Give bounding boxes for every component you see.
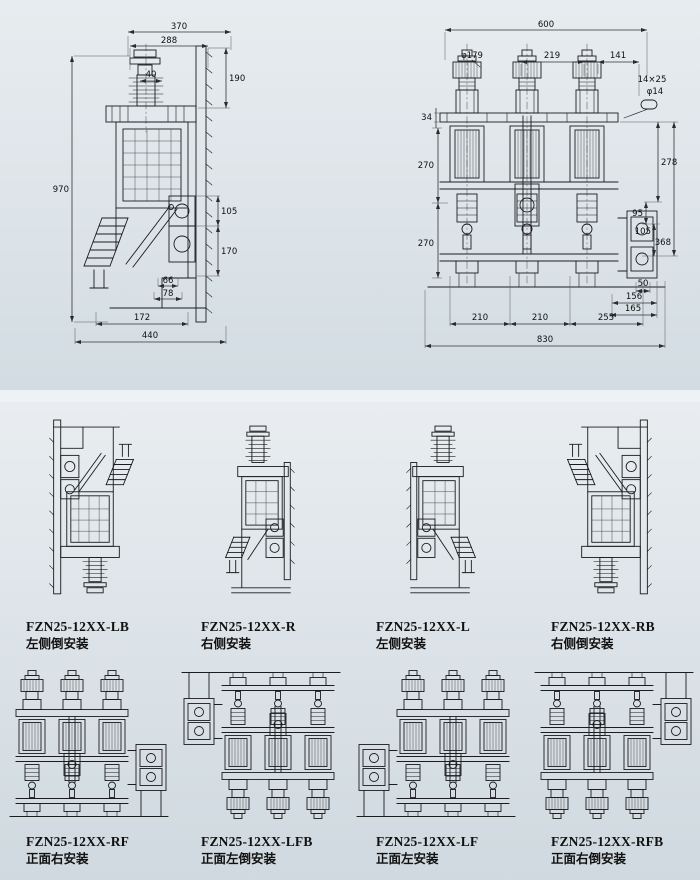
front-view-drawing: 600 φ179 219 141 14×25 φ14 34 270 270 27… (412, 16, 684, 364)
variant-model: FZN25-12XX-LB (26, 619, 130, 634)
installation-variants-section: FZN25-12XX-LB 左侧倒安装 FZN25-12XX-R 右侧安装 (0, 402, 700, 880)
front-inverted-left-svg (175, 664, 350, 825)
section-divider (0, 390, 700, 402)
variant-install-label: 右侧倒安装 (551, 636, 614, 651)
variant-install-label: 左侧倒安装 (26, 636, 89, 651)
dim-label: 830 (537, 335, 553, 345)
dim-label: 165 (625, 304, 641, 314)
dimension-drawings-section: 370 288 190 40 970 105 170 66 78 172 440 (0, 0, 700, 390)
variant-cell: FZN25-12XX-RB 右侧倒安装 (525, 418, 700, 654)
variant-thumbnail (0, 664, 175, 825)
dim-label: 278 (661, 158, 677, 168)
variant-thumbnail (525, 664, 700, 825)
variant-install-label: 正面左倒安装 (201, 851, 277, 866)
dim-label: 141 (610, 51, 626, 61)
variant-install-label: 正面右安装 (26, 851, 89, 866)
variant-thumbnail (175, 418, 350, 610)
variant-install-label: 右侧安装 (201, 636, 252, 651)
front-left-svg (350, 664, 525, 825)
dim-label: 600 (538, 20, 554, 30)
variant-model: FZN25-12XX-RFB (551, 834, 664, 849)
dim-label: 440 (142, 331, 158, 341)
dim-label: 40 (146, 70, 157, 80)
dim-label: 288 (161, 36, 177, 46)
variant-model: FZN25-12XX-RB (551, 619, 655, 634)
front-inverted-right-svg (525, 664, 700, 825)
side-inverted-right-svg (547, 418, 679, 610)
variant-install-label: 左侧安装 (376, 636, 427, 651)
side-view-drawing: 370 288 190 40 970 105 170 66 78 172 440 (50, 20, 250, 365)
variant-model: FZN25-12XX-RF (26, 834, 130, 849)
dim-label: 14×25 (638, 75, 667, 85)
dim-label: 34 (421, 113, 432, 123)
dim-label: 78 (163, 289, 174, 299)
dim-label: 95 (632, 209, 643, 219)
side-right-svg (207, 418, 319, 610)
variant-cell: FZN25-12XX-L 左侧安装 (350, 418, 525, 654)
side-view-dimensions: 370 288 190 40 970 105 170 66 78 172 440 (53, 22, 245, 345)
dim-label: 970 (53, 185, 69, 195)
dim-label: φ14 (647, 87, 663, 97)
variant-row-front-views: FZN25-12XX-RF 正面右安装 FZN25-12XX-LFB 正面左倒安… (0, 654, 700, 868)
dim-label: 210 (472, 313, 488, 323)
variant-model: FZN25-12XX-LF (376, 834, 479, 849)
dim-label: 66 (163, 276, 174, 286)
variant-install-label: 正面右倒安装 (551, 851, 627, 866)
dim-label: 105 (635, 227, 651, 237)
variant-model: FZN25-12XX-R (201, 619, 296, 634)
variant-model: FZN25-12XX-L (376, 619, 470, 634)
dim-label: 370 (171, 22, 187, 32)
variant-cell: FZN25-12XX-LB 左侧倒安装 (0, 418, 175, 654)
dim-label: 156 (626, 292, 642, 302)
side-left-svg (382, 418, 494, 610)
dim-label: 270 (418, 161, 434, 171)
dim-label: 172 (134, 313, 150, 323)
variant-cell: FZN25-12XX-RFB 正面右倒安装 (525, 664, 700, 868)
dim-label: 219 (544, 51, 560, 61)
dim-label: φ179 (461, 51, 483, 61)
variant-cell: FZN25-12XX-LF 正面左安装 (350, 664, 525, 868)
variant-cell: FZN25-12XX-RF 正面右安装 (0, 664, 175, 868)
front-view-dimensions: 600 φ179 219 141 14×25 φ14 34 270 270 27… (418, 20, 678, 349)
variant-cell: FZN25-12XX-R 右侧安装 (175, 418, 350, 654)
dim-label: 255 (598, 313, 614, 323)
variant-row-side-views: FZN25-12XX-LB 左侧倒安装 FZN25-12XX-R 右侧安装 (0, 402, 700, 654)
front-view-svg: 600 φ179 219 141 14×25 φ14 34 270 270 27… (418, 20, 678, 349)
dim-label: 105 (221, 207, 237, 217)
dim-label: 50 (638, 279, 649, 289)
side-view-linework (83, 43, 213, 323)
variant-cell: FZN25-12XX-LFB 正面左倒安装 (175, 664, 350, 868)
variant-thumbnail (0, 418, 175, 610)
variant-thumbnail (350, 664, 525, 825)
dim-label: 210 (532, 313, 548, 323)
side-view-svg: 370 288 190 40 970 105 170 66 78 172 440 (53, 22, 245, 345)
variant-thumbnail (175, 664, 350, 825)
dim-label: 170 (221, 247, 237, 257)
variant-install-label: 正面左安装 (376, 851, 439, 866)
dim-label: 270 (418, 239, 434, 249)
side-inverted-left-svg (22, 418, 154, 610)
dim-label: 368 (655, 238, 671, 248)
variant-model: FZN25-12XX-LFB (201, 834, 313, 849)
dim-label: 190 (229, 74, 245, 84)
front-view-linework (427, 43, 666, 288)
variant-thumbnail (525, 418, 700, 610)
variant-thumbnail (350, 418, 525, 610)
front-right-svg (0, 664, 175, 825)
